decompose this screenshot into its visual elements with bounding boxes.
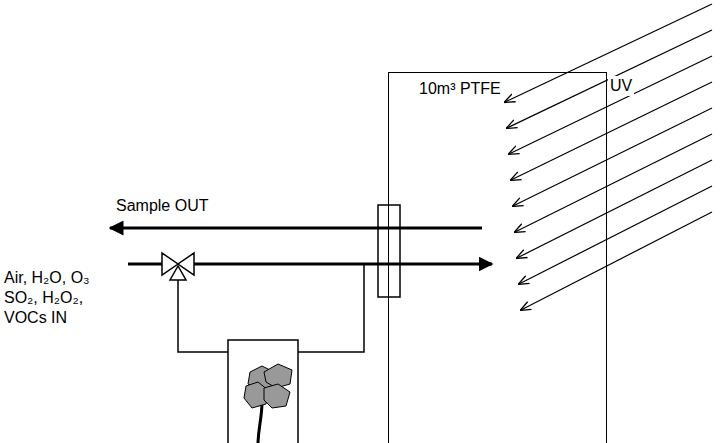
- uv-ray: [521, 212, 712, 310]
- uv-ray: [519, 186, 712, 284]
- bypass-line: [178, 280, 228, 352]
- plant-stem: [258, 402, 262, 443]
- sample-out-arrow: [110, 227, 482, 230]
- flow-label: Sample OUT: [116, 196, 208, 216]
- inlet-line: [128, 263, 162, 266]
- uv-ray: [507, 30, 712, 128]
- chamber-label: 10m³ PTFE: [417, 79, 503, 98]
- inlet-arrow: [194, 263, 492, 266]
- port-flange: [378, 205, 400, 297]
- valve-symbol: [170, 266, 186, 280]
- uv-ray: [513, 108, 712, 206]
- uv-ray: [505, 4, 712, 102]
- chamber-box: 10m³ PTFE: [388, 72, 607, 443]
- bypass-line: [298, 264, 364, 352]
- uv-ray: [509, 56, 712, 154]
- uv-rays: [505, 4, 712, 310]
- uv-ray: [511, 82, 712, 180]
- plant-leaf: [264, 384, 290, 408]
- uv-ray: [515, 134, 712, 232]
- plant-enclosure: [228, 340, 298, 443]
- uv-label: UV: [608, 76, 634, 96]
- inlet-gases-label: Air, H₂O, O₃ SO₂, H₂O₂, VOCs IN: [4, 268, 114, 328]
- uv-ray: [517, 160, 712, 258]
